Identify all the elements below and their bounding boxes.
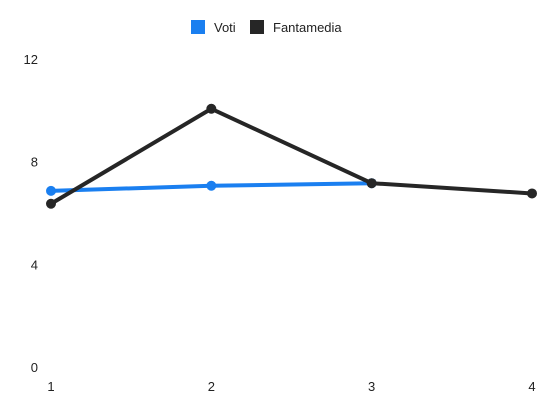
series-line <box>49 106 534 206</box>
legend-label: Voti <box>214 20 236 35</box>
series-voti <box>46 178 377 196</box>
legend-swatch <box>250 20 264 34</box>
y-tick-label: 8 <box>31 155 38 170</box>
y-tick-label: 12 <box>24 52 38 67</box>
x-tick-label: 4 <box>528 379 535 394</box>
legend-label: Fantamedia <box>273 20 342 35</box>
series-layer <box>46 103 537 209</box>
series-fantamedia <box>46 103 537 209</box>
x-axis-ticks: 1 2 3 4 <box>47 379 535 394</box>
data-point[interactable] <box>206 180 217 191</box>
data-point[interactable] <box>46 198 56 209</box>
x-tick-label: 3 <box>368 379 375 394</box>
legend-swatch <box>191 20 205 34</box>
x-tick-label: 1 <box>47 379 54 394</box>
y-tick-label: 0 <box>31 360 38 375</box>
legend-item[interactable]: Fantamedia <box>250 20 342 35</box>
data-point[interactable] <box>46 185 56 196</box>
chart-legend: Voti Fantamedia <box>191 20 342 35</box>
y-axis-ticks: 0 4 8 12 <box>24 52 38 375</box>
data-point[interactable] <box>366 178 377 189</box>
data-point[interactable] <box>527 188 537 199</box>
y-tick-label: 4 <box>31 257 38 272</box>
data-point[interactable] <box>206 103 217 114</box>
x-tick-label: 2 <box>208 379 215 394</box>
legend-item[interactable]: Voti <box>191 20 236 35</box>
